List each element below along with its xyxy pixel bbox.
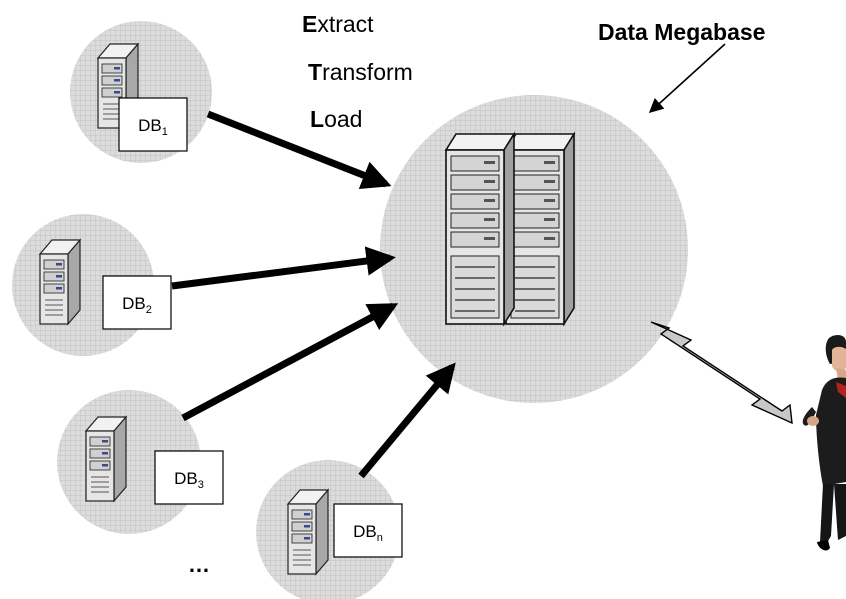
etl-arrow-db1	[206, 110, 392, 190]
server-tower-icon	[287, 489, 329, 575]
person-icon	[802, 334, 846, 551]
svg-text:DB2: DB2	[122, 294, 152, 316]
db-label-3: DB3	[154, 450, 224, 505]
more-sources-ellipsis: …	[188, 552, 210, 577]
etl-label-extract: Extract	[302, 11, 374, 37]
server-tower-icon	[39, 239, 81, 325]
etl-arrow-dbn	[358, 362, 456, 479]
svg-text:DB1: DB1	[138, 116, 168, 138]
etl-label-load: Load	[310, 106, 362, 132]
svg-text:DBn: DBn	[353, 522, 383, 544]
etl-label-transform: Transform	[308, 59, 413, 85]
db-label-1: DB1	[118, 97, 188, 152]
etl-arrow-db3	[181, 302, 399, 422]
megabase-title: Data Megabase	[598, 19, 765, 45]
svg-text:DB3: DB3	[174, 469, 204, 491]
server-tower-icon	[85, 416, 127, 502]
etl-arrow-db2	[171, 246, 396, 290]
title-pointer-arrow	[648, 43, 726, 113]
db-label-n: DBn	[333, 503, 403, 558]
server-rack-icon	[445, 133, 575, 325]
db-label-2: DB2	[102, 275, 172, 330]
bidirectional-arrow	[650, 321, 793, 425]
